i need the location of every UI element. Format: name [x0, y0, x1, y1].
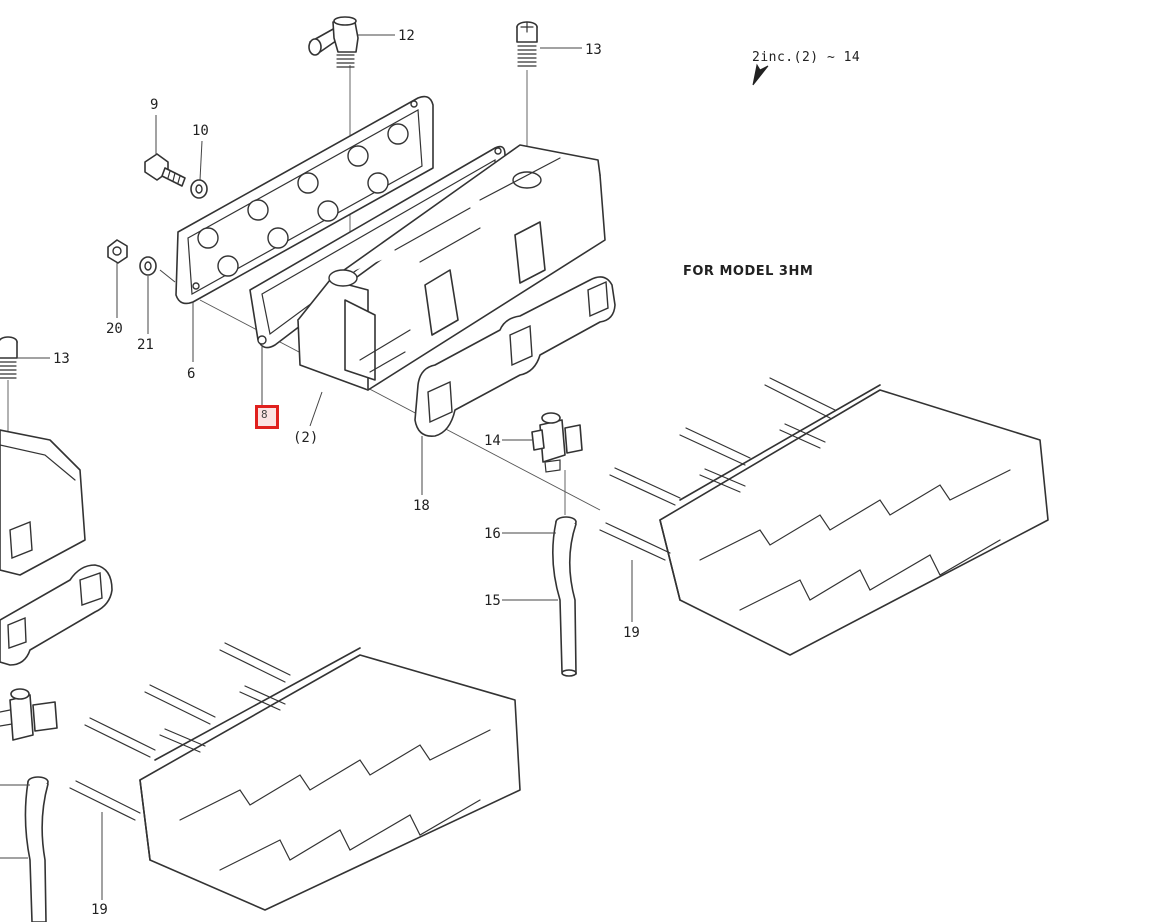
cylinder-head-part-right: [599, 377, 1049, 656]
callout-14: 14: [484, 433, 501, 449]
callout-9: 9: [150, 97, 158, 113]
hose-part: [552, 516, 577, 677]
bolt-part: [144, 153, 186, 187]
callout-8: 8: [261, 408, 268, 421]
cover-gasket-part: [175, 95, 434, 305]
callout-18: 18: [413, 498, 430, 514]
tee-fitting-part: [531, 412, 583, 473]
tee-fitting-part-left: [0, 688, 58, 741]
callout-16: 16: [484, 526, 501, 542]
hose-part-left: [24, 776, 49, 922]
manifold-part-left: [0, 336, 86, 576]
callout-2: (2): [293, 430, 318, 446]
exhaust-manifold-part: [297, 144, 606, 391]
highlighted-callout-8[interactable]: 8: [255, 405, 279, 429]
nut-part: [107, 239, 128, 264]
callout-15: 15: [484, 593, 501, 609]
plug-part-top: [516, 21, 538, 67]
washer-part-10: [190, 179, 208, 199]
leader-lines: [0, 34, 633, 900]
callout-12: 12: [398, 28, 415, 44]
callout-21: 21: [137, 337, 154, 353]
callout-6: 6: [187, 366, 195, 382]
cylinder-head-part-bottom: [69, 642, 521, 911]
elbow-fitting-part: [308, 16, 359, 68]
callout-13-left: 13: [53, 351, 70, 367]
model-note: FOR MODEL 3HM: [683, 264, 813, 279]
callout-19-bottom: 19: [91, 902, 108, 918]
gasket-part-left: [0, 564, 113, 666]
reference-arrow-icon: [752, 63, 769, 86]
include-note: 2inc.(2) ~ 14: [752, 50, 860, 65]
callout-13-top: 13: [585, 42, 602, 58]
callout-20: 20: [106, 321, 123, 337]
callout-10: 10: [192, 123, 209, 139]
exhaust-gasket-part: [414, 276, 616, 437]
washer-part-21: [139, 256, 157, 276]
callout-19-right: 19: [623, 625, 640, 641]
